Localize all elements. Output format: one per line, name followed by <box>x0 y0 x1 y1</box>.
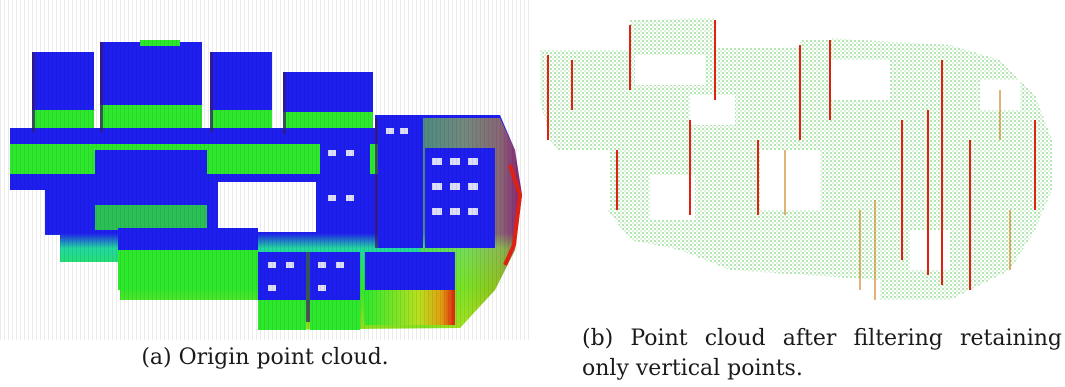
figure-panel-origin: (a) Origin point cloud. <box>0 0 530 387</box>
caption-origin-point-cloud: (a) Origin point cloud. <box>141 345 389 370</box>
caption-filtered-point-cloud: (b) Point cloud after filtering retainin… <box>582 326 1062 381</box>
origin-point-cloud-image <box>0 0 530 340</box>
figure-panel-filtered: (b) Point cloud after filtering retainin… <box>530 0 1065 387</box>
filtered-point-cloud-image <box>540 18 1052 300</box>
